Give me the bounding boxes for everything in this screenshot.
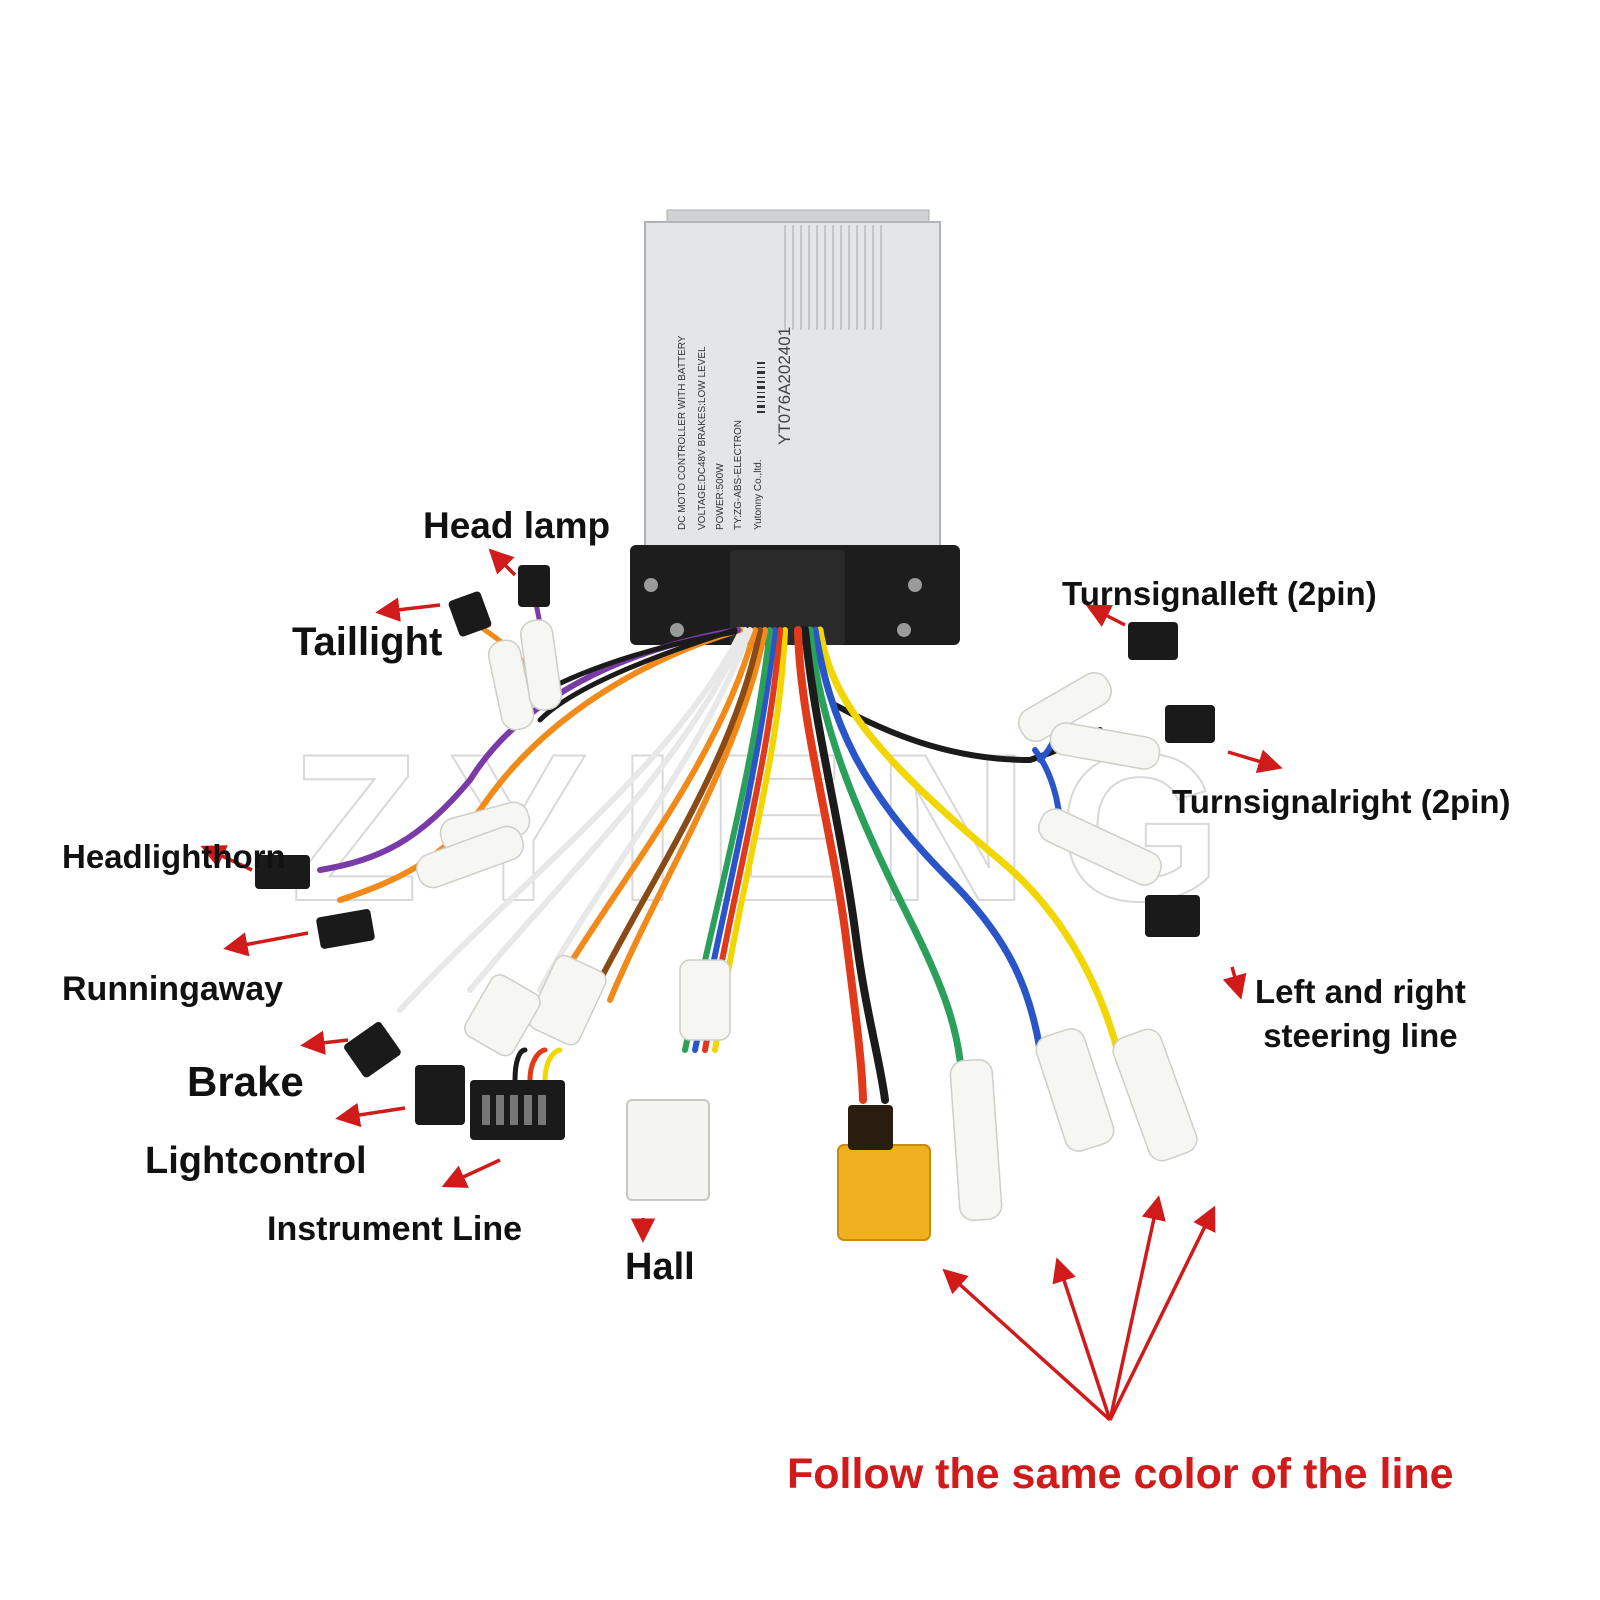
wire-bundle	[317, 597, 1124, 1104]
arrow-headlighthorn	[200, 845, 253, 872]
controller-spec-label: DC MOTO CONTROLLER WITH BATTERY VOLTAGE:…	[677, 327, 794, 530]
arrow-taillight	[375, 597, 441, 622]
turn-left-label: Turnsignalleft (2pin)	[1062, 575, 1377, 612]
steering-line-label: Left and right steering line	[1255, 973, 1466, 1054]
follow-color-caption: Follow the same color of the line	[787, 1450, 1454, 1498]
arrow-lightcontrol	[335, 1102, 406, 1128]
arrow-instrument	[441, 1158, 501, 1188]
arrow-runningaway	[223, 931, 309, 957]
screw-icon	[670, 623, 684, 637]
taillight-connector	[448, 591, 492, 637]
cable-gland	[730, 550, 845, 645]
spec-line-3: POWER:500W	[715, 463, 726, 530]
lightcontrol-connector	[415, 1065, 465, 1125]
barcode-icon	[757, 362, 765, 413]
screw-icon	[897, 623, 911, 637]
steering-connector	[1145, 895, 1200, 937]
spec-line-2: VOLTAGE:DC48V BRAKES:LOW LEVEL	[697, 346, 708, 530]
spec-serial: YT076A202401	[775, 327, 794, 445]
headlighthorn-connector	[255, 855, 310, 889]
spec-line-5: Yutonny Co.,ltd.	[753, 459, 764, 530]
instrument-pins	[482, 1095, 546, 1125]
hall-label: Hall	[625, 1246, 695, 1288]
arrow-follow-green	[1052, 1257, 1112, 1421]
screw-icon	[908, 578, 922, 592]
xt60-neck	[848, 1105, 893, 1150]
pointer-arrows	[200, 548, 1283, 1243]
controller-housing: DC MOTO CONTROLLER WITH BATTERY VOLTAGE:…	[630, 209, 960, 645]
turn-right-connector	[1165, 705, 1215, 743]
follow-color-arrows	[942, 1195, 1216, 1422]
taillight-label: Taillight	[292, 620, 443, 664]
arrow-turn-right	[1227, 749, 1283, 774]
turn-right-label: Turnsignalright (2pin)	[1172, 783, 1511, 820]
arrow-follow-blue	[1108, 1195, 1166, 1421]
lightcontrol-label: Lightcontrol	[145, 1140, 367, 1182]
runningaway-label: Runningaway	[62, 970, 284, 1008]
heatsink-fins	[784, 225, 882, 330]
arrow-turn-left	[1085, 604, 1126, 627]
runningaway-connector	[316, 909, 375, 949]
arrow-follow-yellow	[1108, 1205, 1216, 1421]
head-lamp-connector	[518, 565, 550, 607]
xt60-battery-connector	[837, 1144, 931, 1241]
arrow-head-lamp	[488, 548, 517, 577]
head-lamp-label: Head lamp	[423, 505, 611, 546]
spec-line-4: TY:ZG-ABS-ELECTRON	[733, 420, 744, 530]
brake-connector	[344, 1021, 401, 1078]
turn-left-connector	[1128, 622, 1178, 660]
hall-connector	[626, 1099, 710, 1201]
arrow-follow-xt60	[942, 1268, 1112, 1422]
arrow-brake	[300, 1030, 349, 1055]
screw-icon	[644, 578, 658, 592]
heatshrink-sleeves	[415, 619, 1198, 1222]
arrow-steering	[1222, 966, 1247, 1000]
headlighthorn-label: Headlighthorn	[62, 838, 286, 875]
instrument-line-label: Instrument Line	[267, 1210, 523, 1248]
connectors	[255, 565, 1215, 1241]
brake-label: Brake	[187, 1058, 304, 1105]
spec-line-1: DC MOTO CONTROLLER WITH BATTERY	[677, 335, 688, 530]
